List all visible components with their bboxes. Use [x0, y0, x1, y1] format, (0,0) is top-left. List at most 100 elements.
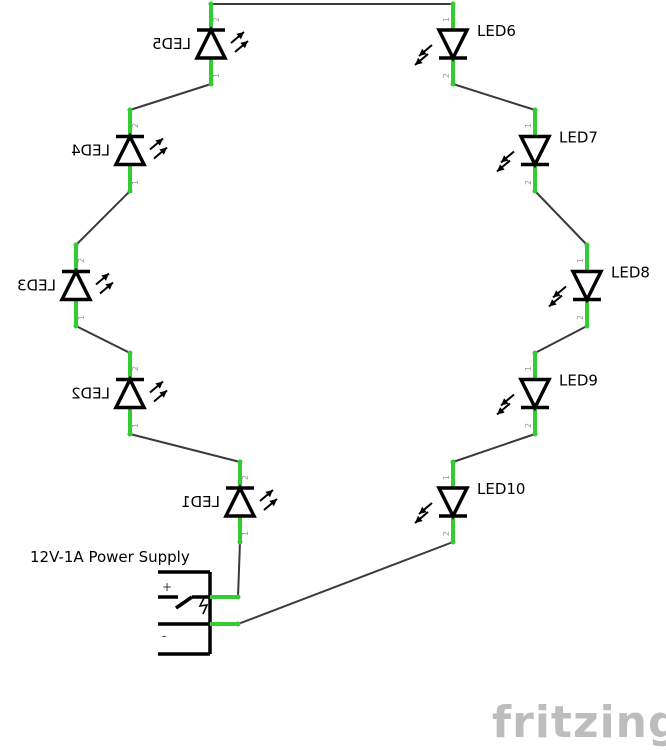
- pin-endpoint[interactable]: [450, 459, 456, 465]
- light-arrow-head: [501, 398, 509, 406]
- led-label: LED2: [71, 385, 110, 403]
- diode-triangle: [59, 267, 93, 302]
- pin-endpoint[interactable]: [532, 350, 538, 356]
- wire[interactable]: [452, 83, 536, 111]
- fritzing-logo: fritzing: [492, 697, 666, 748]
- led-label: LED4: [71, 142, 110, 160]
- pin-endpoint[interactable]: [235, 594, 241, 600]
- light-arrow-head: [236, 32, 244, 40]
- led-label: LED5: [152, 35, 191, 53]
- pin-number-top: 1: [442, 475, 451, 480]
- wire[interactable]: [129, 433, 241, 463]
- light-arrow-head: [415, 57, 423, 65]
- wire[interactable]: [237, 541, 241, 598]
- wire[interactable]: [237, 541, 454, 625]
- led-label: LED1: [181, 493, 220, 511]
- pin-number-bottom: 2: [524, 180, 533, 185]
- pin-endpoint[interactable]: [584, 242, 590, 248]
- led-led5[interactable]: 2 1 LED5: [152, 1, 249, 87]
- led-led10[interactable]: 1 2 LED10: [414, 459, 525, 545]
- pin-number-bottom: 2: [442, 531, 451, 536]
- light-arrow-head: [155, 381, 163, 389]
- led-label: LED10: [477, 480, 525, 498]
- wire[interactable]: [452, 433, 536, 463]
- light-arrow-head: [240, 41, 248, 49]
- pin-endpoint[interactable]: [450, 81, 456, 87]
- pin-endpoint[interactable]: [450, 539, 456, 545]
- wire[interactable]: [534, 190, 588, 246]
- diode-triangle: [113, 132, 147, 167]
- light-arrow-head: [501, 155, 509, 163]
- pin-number-bottom: 2: [442, 73, 451, 78]
- wires: [75, 3, 588, 625]
- led-label: LED8: [611, 264, 650, 282]
- pin-number-top: 1: [524, 123, 533, 128]
- light-arrow-head: [101, 273, 109, 281]
- light-arrow-head: [159, 390, 167, 398]
- pin-endpoint[interactable]: [450, 1, 456, 7]
- light-arrow-head: [497, 407, 505, 415]
- pin-endpoint[interactable]: [73, 323, 79, 329]
- pin-endpoint[interactable]: [208, 81, 214, 87]
- pin-number-top: 2: [131, 366, 140, 371]
- light-arrow-head: [419, 48, 427, 56]
- pin-endpoint[interactable]: [127, 431, 133, 437]
- plus-sign: +: [162, 580, 172, 594]
- diode-triangle: [518, 377, 552, 412]
- pin-number-bottom: 1: [131, 180, 140, 185]
- pin-endpoint[interactable]: [237, 539, 243, 545]
- switch-lever: [175, 595, 193, 610]
- pin-endpoint[interactable]: [127, 350, 133, 356]
- diode-triangle: [194, 26, 228, 60]
- led-led2[interactable]: 2 1 LED2: [71, 350, 168, 437]
- led-label: LED7: [559, 129, 598, 147]
- power-supply-label: 12V-1A Power Supply: [30, 548, 190, 566]
- pin-endpoint[interactable]: [532, 431, 538, 437]
- pin-number-bottom: 1: [212, 73, 221, 78]
- diode-triangle: [436, 486, 470, 520]
- diode-triangle: [113, 375, 147, 410]
- light-arrow-head: [105, 282, 113, 290]
- pin-number-top: 1: [442, 17, 451, 22]
- pin-number-bottom: 1: [241, 531, 250, 536]
- pin-number-top: 2: [212, 17, 221, 22]
- light-arrow-head: [553, 290, 561, 298]
- light-arrow-head: [265, 490, 273, 498]
- led-led8[interactable]: 1 2 LED8: [548, 242, 650, 329]
- pin-endpoint[interactable]: [237, 459, 243, 465]
- pin-number-bottom: 1: [131, 423, 140, 428]
- led-led7[interactable]: 1 2 LED7: [496, 107, 598, 194]
- light-arrow-head: [419, 506, 427, 514]
- pin-endpoint[interactable]: [532, 188, 538, 194]
- pin-number-bottom: 2: [576, 315, 585, 320]
- pin-number-top: 1: [576, 258, 585, 263]
- diode-triangle: [436, 28, 470, 62]
- led-label: LED6: [477, 22, 516, 40]
- led-label: LED9: [559, 372, 598, 390]
- diode-triangle: [518, 134, 552, 169]
- light-arrow-head: [415, 515, 423, 523]
- diode-triangle: [223, 484, 257, 518]
- pin-number-bottom: 2: [524, 423, 533, 428]
- light-arrow-head: [549, 299, 557, 307]
- light-arrow-head: [159, 147, 167, 155]
- wire[interactable]: [75, 325, 131, 354]
- pin-endpoint[interactable]: [584, 323, 590, 329]
- pin-endpoint[interactable]: [235, 621, 241, 627]
- pin-endpoint[interactable]: [208, 1, 214, 7]
- wire[interactable]: [129, 83, 212, 111]
- led-led6[interactable]: 1 2 LED6: [414, 1, 516, 87]
- wire[interactable]: [534, 325, 588, 354]
- power-supply[interactable]: 12V-1A Power Supply + -: [30, 548, 241, 656]
- pin-endpoint[interactable]: [127, 188, 133, 194]
- wire[interactable]: [75, 190, 131, 246]
- pin-endpoint[interactable]: [532, 107, 538, 113]
- pin-number-top: 2: [77, 258, 86, 263]
- light-arrow-head: [497, 164, 505, 172]
- pin-endpoint[interactable]: [73, 242, 79, 248]
- pin-endpoint[interactable]: [127, 107, 133, 113]
